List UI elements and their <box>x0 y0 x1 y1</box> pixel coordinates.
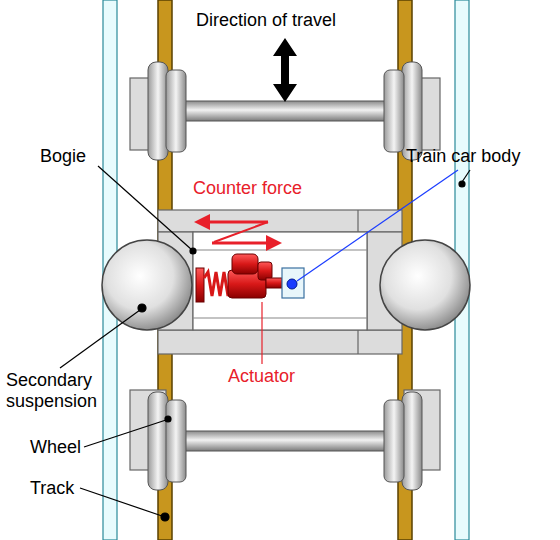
leader-dot <box>459 181 465 187</box>
actuator-motor <box>232 254 258 274</box>
car-body-bracket <box>282 268 304 298</box>
counter-force-arrows <box>194 214 282 251</box>
leader-line <box>462 170 470 182</box>
force-zigzag <box>214 222 268 242</box>
leader-line <box>60 310 140 368</box>
air-spring <box>102 240 192 330</box>
leader-line <box>80 488 162 516</box>
wheel-tread <box>384 400 404 482</box>
frame-beam <box>158 330 402 354</box>
axle <box>185 431 385 451</box>
wheel-flange <box>148 392 168 490</box>
travel-arrow <box>273 38 297 102</box>
air-spring <box>380 240 470 330</box>
force-arrow <box>206 221 268 224</box>
part-label: Track <box>30 478 74 499</box>
leader-dot <box>165 416 171 422</box>
leader-line <box>84 420 166 447</box>
track-rails <box>158 0 412 540</box>
actuator-symbol <box>196 254 304 302</box>
wheel-flange <box>148 62 168 160</box>
travel-label: Direction of travel <box>196 10 336 31</box>
double-arrow <box>273 38 297 102</box>
car-body-mount-dot <box>287 279 297 289</box>
leader-line <box>261 302 262 364</box>
arrow-head <box>194 214 210 230</box>
wheel-tread <box>166 400 186 482</box>
wheel-flange <box>402 62 422 160</box>
secondary-suspension <box>102 240 470 330</box>
leader-line <box>98 166 192 250</box>
frame-opening <box>193 232 367 330</box>
actuator-mount <box>196 268 204 302</box>
part-label: Train car body <box>406 146 520 167</box>
wheel-flange <box>402 392 422 490</box>
actuator-bellows <box>204 272 230 296</box>
wheel-tread <box>166 70 186 152</box>
actuator-rod <box>266 278 282 288</box>
wheel-tread <box>384 70 404 152</box>
part-label: Bogie <box>40 146 86 167</box>
frame-beam <box>158 210 402 232</box>
leader-dot <box>138 304 146 312</box>
leader-dot <box>190 248 196 254</box>
leader-dot <box>161 513 169 521</box>
actuator-gear <box>258 262 272 280</box>
part-label: Wheel <box>30 437 81 458</box>
leader-lines <box>60 166 470 521</box>
frame-rib <box>193 317 367 318</box>
axle <box>185 101 385 121</box>
frame-joint <box>357 330 358 354</box>
car-body-side <box>103 0 469 540</box>
arrow-head <box>266 235 282 251</box>
part-label: Secondary suspension <box>6 370 126 412</box>
leader-line <box>297 170 458 281</box>
frame-joint <box>357 210 358 232</box>
force-label: Counter force <box>193 178 302 199</box>
part-label: Actuator <box>228 366 295 387</box>
force-arrow <box>212 242 270 245</box>
